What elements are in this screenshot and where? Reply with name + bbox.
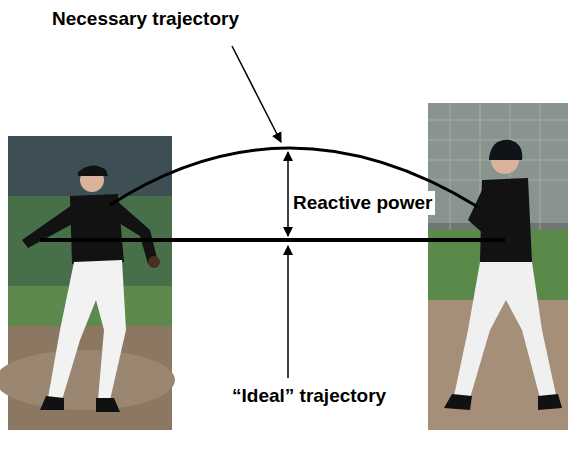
batter-photo — [428, 103, 568, 430]
reactive-power-arrow — [287, 152, 289, 236]
quantity-label: Reactive power — [290, 191, 435, 215]
leader-arrow — [232, 46, 281, 142]
callout-label: Necessary trajectory — [52, 8, 239, 30]
pitcher-photo — [0, 136, 175, 430]
leader-arrow — [287, 246, 289, 378]
callout-label: “Ideal” trajectory — [232, 385, 386, 407]
ideal-trajectory — [40, 238, 505, 242]
